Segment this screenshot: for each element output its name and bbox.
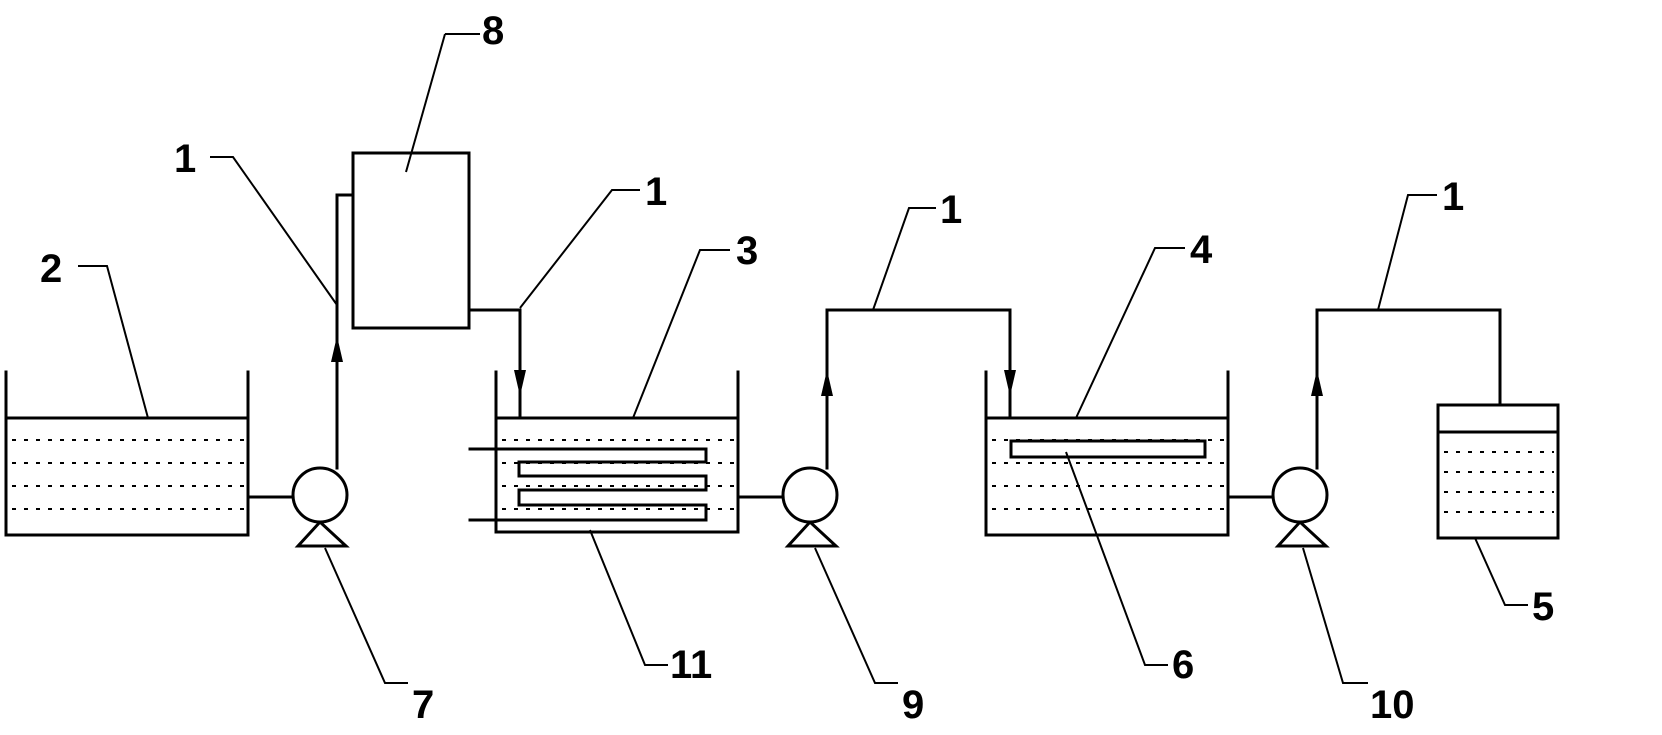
- pump-9: [781, 466, 840, 548]
- label-1-pipe-c: 1: [940, 188, 962, 232]
- pipe-box8-tank3: [467, 308, 526, 417]
- pipe-pump7-box8: [331, 193, 355, 470]
- label-9: 9: [902, 683, 924, 727]
- pump-10: [1271, 466, 1330, 548]
- pump-7: [291, 466, 350, 548]
- label-11: 11: [670, 643, 712, 687]
- label-2: 2: [40, 247, 62, 291]
- label-4: 4: [1190, 228, 1213, 272]
- pipe-pump10-tank5: [1311, 308, 1502, 470]
- label-3: 3: [736, 229, 758, 273]
- label-1-pipe-a: 1: [174, 137, 196, 181]
- tank-3: [494, 370, 740, 534]
- label-8: 8: [482, 9, 504, 53]
- number-labels: 8 1 1 2 3 1 4 1 11 7 9 6 10 5: [40, 9, 1554, 727]
- tank-2: [4, 370, 250, 537]
- pipe-pump9-tank4: [821, 308, 1016, 470]
- label-7: 7: [412, 683, 434, 727]
- box-8: [351, 151, 471, 330]
- electrode-11: [468, 447, 708, 522]
- leader-lines: [78, 33, 1528, 684]
- electrode-6: [1009, 439, 1207, 459]
- label-1-pipe-b: 1: [645, 170, 667, 214]
- label-1-pipe-d: 1: [1442, 175, 1464, 219]
- label-5: 5: [1532, 585, 1554, 629]
- tank-5: [1436, 403, 1560, 540]
- label-6: 6: [1172, 643, 1194, 687]
- label-10: 10: [1370, 683, 1415, 727]
